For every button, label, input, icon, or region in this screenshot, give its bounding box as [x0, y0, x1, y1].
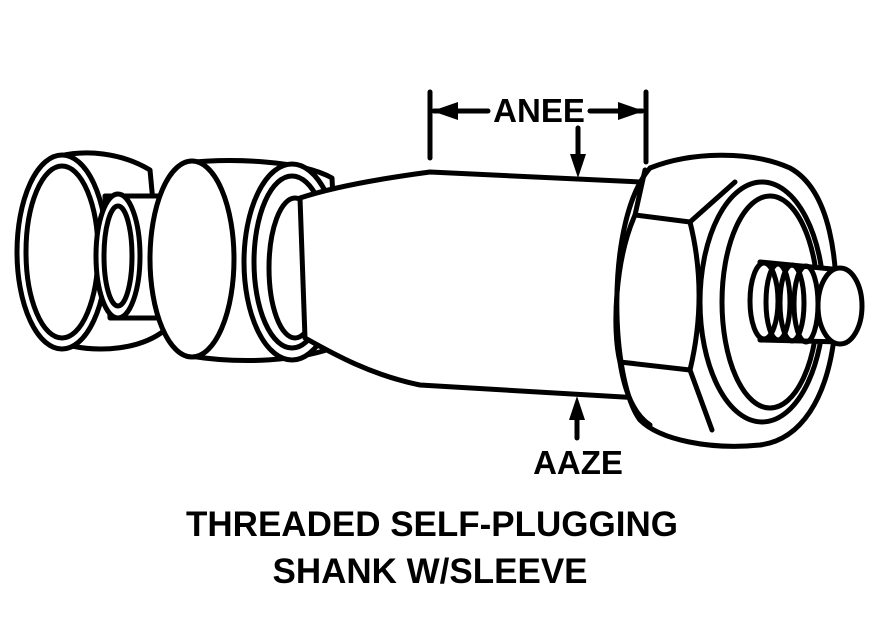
caption-line-2: SHANK W/SLEEVE: [272, 552, 587, 591]
diameter-dim-label: AAZE: [533, 444, 623, 481]
hex-nut: [613, 152, 839, 449]
diameter-pointer: [569, 396, 585, 441]
caption-line-1: THREADED SELF-PLUGGING: [186, 505, 678, 544]
length-dim-label: ANEE: [493, 92, 585, 129]
length-dimension: [427, 89, 649, 178]
sleeve-body: [297, 169, 643, 401]
threaded-stud: [747, 259, 865, 347]
